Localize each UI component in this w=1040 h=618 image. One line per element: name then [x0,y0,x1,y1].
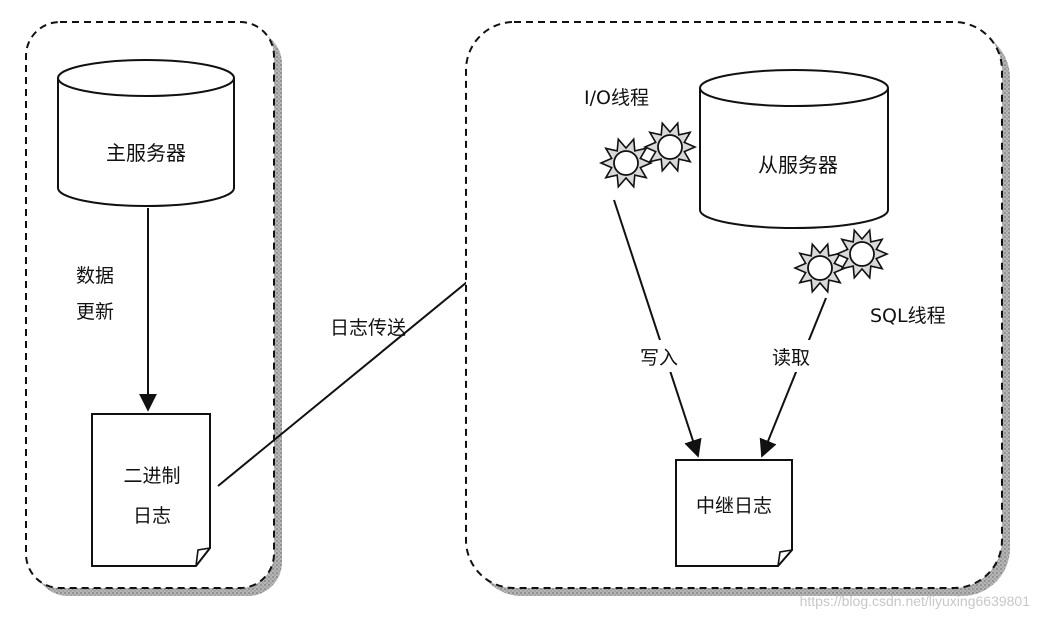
watermark: https://blog.csdn.net/liyuxing6639801 [800,593,1031,609]
data-update-label-line1: 数据 [76,265,114,287]
io-thread-icon [598,121,698,189]
sql-thread-icon [792,228,890,294]
write-label: 写入 [640,347,678,369]
master-db-label: 主服务器 [106,141,186,165]
io-thread-gear-2 [642,121,698,173]
slave-db-icon [699,69,889,229]
read-label: 读取 [772,347,810,369]
slave-db-label: 从服务器 [758,153,838,177]
read-arrow [759,297,827,458]
write-label-bg [636,340,686,372]
sql-thread-gear-1 [792,242,848,294]
binary-log-label-line2: 日志 [133,505,171,527]
io-thread-gear-1 [598,137,654,189]
binary-log-icon [91,413,211,567]
data-update-label-line2: 更新 [76,301,114,323]
io-thread-label: I/O线程 [584,87,649,109]
master-db-icon [57,59,235,207]
read-label-bg [770,340,822,372]
log-transfer-label: 日志传送 [330,317,406,339]
binary-log-label-line1: 二进制 [123,465,180,487]
relay-log-label: 中继日志 [696,495,772,517]
sql-thread-gear-2 [834,228,890,280]
sql-thread-label: SQL线程 [870,305,946,327]
write-arrow [613,199,702,458]
relay-log-icon [675,459,793,567]
